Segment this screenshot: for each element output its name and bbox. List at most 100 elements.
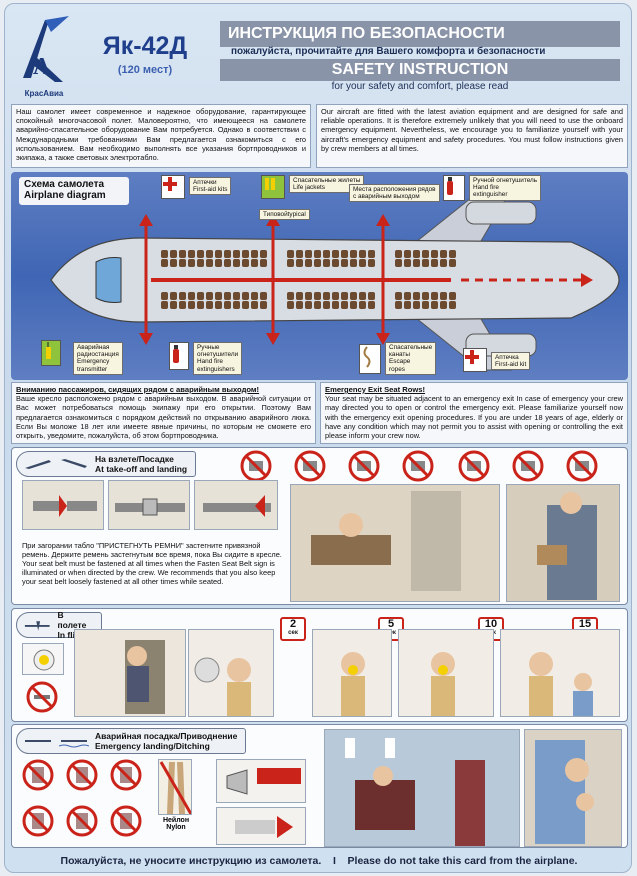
seat bbox=[431, 292, 438, 300]
diagram-title-en: Airplane diagram bbox=[24, 190, 106, 201]
airline-logo: A КрасАвиа bbox=[15, 12, 73, 98]
exit-row-warning-en: Emergency Exit Seat Rows! Your seat may … bbox=[320, 382, 628, 444]
seat bbox=[314, 292, 321, 300]
seat bbox=[440, 292, 447, 300]
warning-text-ru: Ваше кресло расположено рядом с аварийны… bbox=[16, 394, 311, 441]
seat bbox=[395, 259, 402, 267]
seat bbox=[233, 292, 240, 300]
first-aid-icon bbox=[161, 175, 185, 199]
prohibition-icon bbox=[66, 759, 98, 791]
title-en: SAFETY INSTRUCTION bbox=[220, 59, 620, 81]
seat bbox=[332, 301, 339, 309]
plane-landing-icon bbox=[25, 740, 51, 742]
seat bbox=[242, 301, 249, 309]
seat bbox=[287, 292, 294, 300]
seat bbox=[305, 301, 312, 309]
seat bbox=[161, 301, 168, 309]
seat bbox=[233, 301, 240, 309]
safety-card: A КрасАвиа Як-42Д (120 мест) ИНСТРУКЦИЯ … bbox=[4, 3, 632, 873]
seat bbox=[242, 292, 249, 300]
seat bbox=[350, 259, 357, 267]
seat bbox=[431, 301, 438, 309]
title-ru: ИНСТРУКЦИЯ ПО БЕЗОПАСНОСТИ bbox=[220, 21, 620, 47]
warning-heading-ru: Вниманию пассажиров, сидящих рядом с ава… bbox=[16, 385, 260, 394]
seat bbox=[341, 301, 348, 309]
warning-text-en: Your seat may be situated adjacent to an… bbox=[325, 394, 623, 441]
seat bbox=[197, 259, 204, 267]
belt-step-1 bbox=[22, 480, 104, 530]
seat bbox=[368, 250, 375, 258]
seat bbox=[359, 301, 366, 309]
seat bbox=[305, 292, 312, 300]
subtitle-en: for your safety and comfort, please read bbox=[331, 81, 509, 92]
seat bbox=[287, 301, 294, 309]
seat bbox=[422, 259, 429, 267]
seat bbox=[431, 250, 438, 258]
seat bbox=[224, 259, 231, 267]
plane-takeoff-icon bbox=[25, 460, 51, 469]
seat bbox=[161, 292, 168, 300]
seat bbox=[314, 301, 321, 309]
seat bbox=[197, 292, 204, 300]
no-smoking-icon bbox=[26, 681, 58, 713]
seat bbox=[359, 259, 366, 267]
seat bbox=[179, 250, 186, 258]
mask-scene-1 bbox=[74, 629, 186, 717]
seat bbox=[287, 250, 294, 258]
seat bbox=[215, 259, 222, 267]
seat bbox=[449, 301, 456, 309]
seat bbox=[332, 250, 339, 258]
transmitter-icon bbox=[41, 340, 61, 366]
seat bbox=[224, 301, 231, 309]
footer-separator: I bbox=[332, 855, 336, 867]
seat bbox=[314, 250, 321, 258]
seat bbox=[368, 292, 375, 300]
exit-row-warning-ru: Вниманию пассажиров, сидящих рядом с ава… bbox=[11, 382, 316, 444]
prohibition-icon bbox=[512, 450, 544, 482]
seat bbox=[161, 259, 168, 267]
seat bbox=[341, 292, 348, 300]
prohibition-icon bbox=[110, 759, 142, 791]
seat bbox=[188, 292, 195, 300]
seat bbox=[404, 259, 411, 267]
seat bbox=[170, 301, 177, 309]
seat bbox=[179, 292, 186, 300]
seat bbox=[413, 250, 420, 258]
logo-text: КрасАвиа bbox=[24, 89, 64, 98]
seat bbox=[296, 301, 303, 309]
brace-position-scene bbox=[324, 729, 520, 847]
seat bbox=[170, 292, 177, 300]
seat bbox=[206, 259, 213, 267]
seat bbox=[332, 292, 339, 300]
plane-cruise-icon bbox=[24, 621, 50, 631]
extinguisher-icon bbox=[169, 342, 189, 370]
seat bbox=[170, 259, 177, 267]
belt-step-2 bbox=[108, 480, 190, 530]
seat bbox=[242, 250, 249, 258]
mask-scene-5 bbox=[500, 629, 620, 717]
seat bbox=[206, 250, 213, 258]
seat bbox=[422, 301, 429, 309]
seat bbox=[449, 259, 456, 267]
seat bbox=[260, 292, 267, 300]
seat bbox=[188, 301, 195, 309]
seat bbox=[260, 259, 267, 267]
seat bbox=[206, 301, 213, 309]
seat bbox=[251, 250, 258, 258]
seat bbox=[233, 259, 240, 267]
seat bbox=[188, 250, 195, 258]
seat bbox=[188, 259, 195, 267]
seat bbox=[350, 250, 357, 258]
child-brace-scene bbox=[524, 729, 622, 847]
seat bbox=[179, 259, 186, 267]
footer: Пожалуйста, не уносите инструкцию из сам… bbox=[5, 852, 631, 872]
seat bbox=[422, 250, 429, 258]
seat bbox=[332, 259, 339, 267]
seat bbox=[449, 250, 456, 258]
